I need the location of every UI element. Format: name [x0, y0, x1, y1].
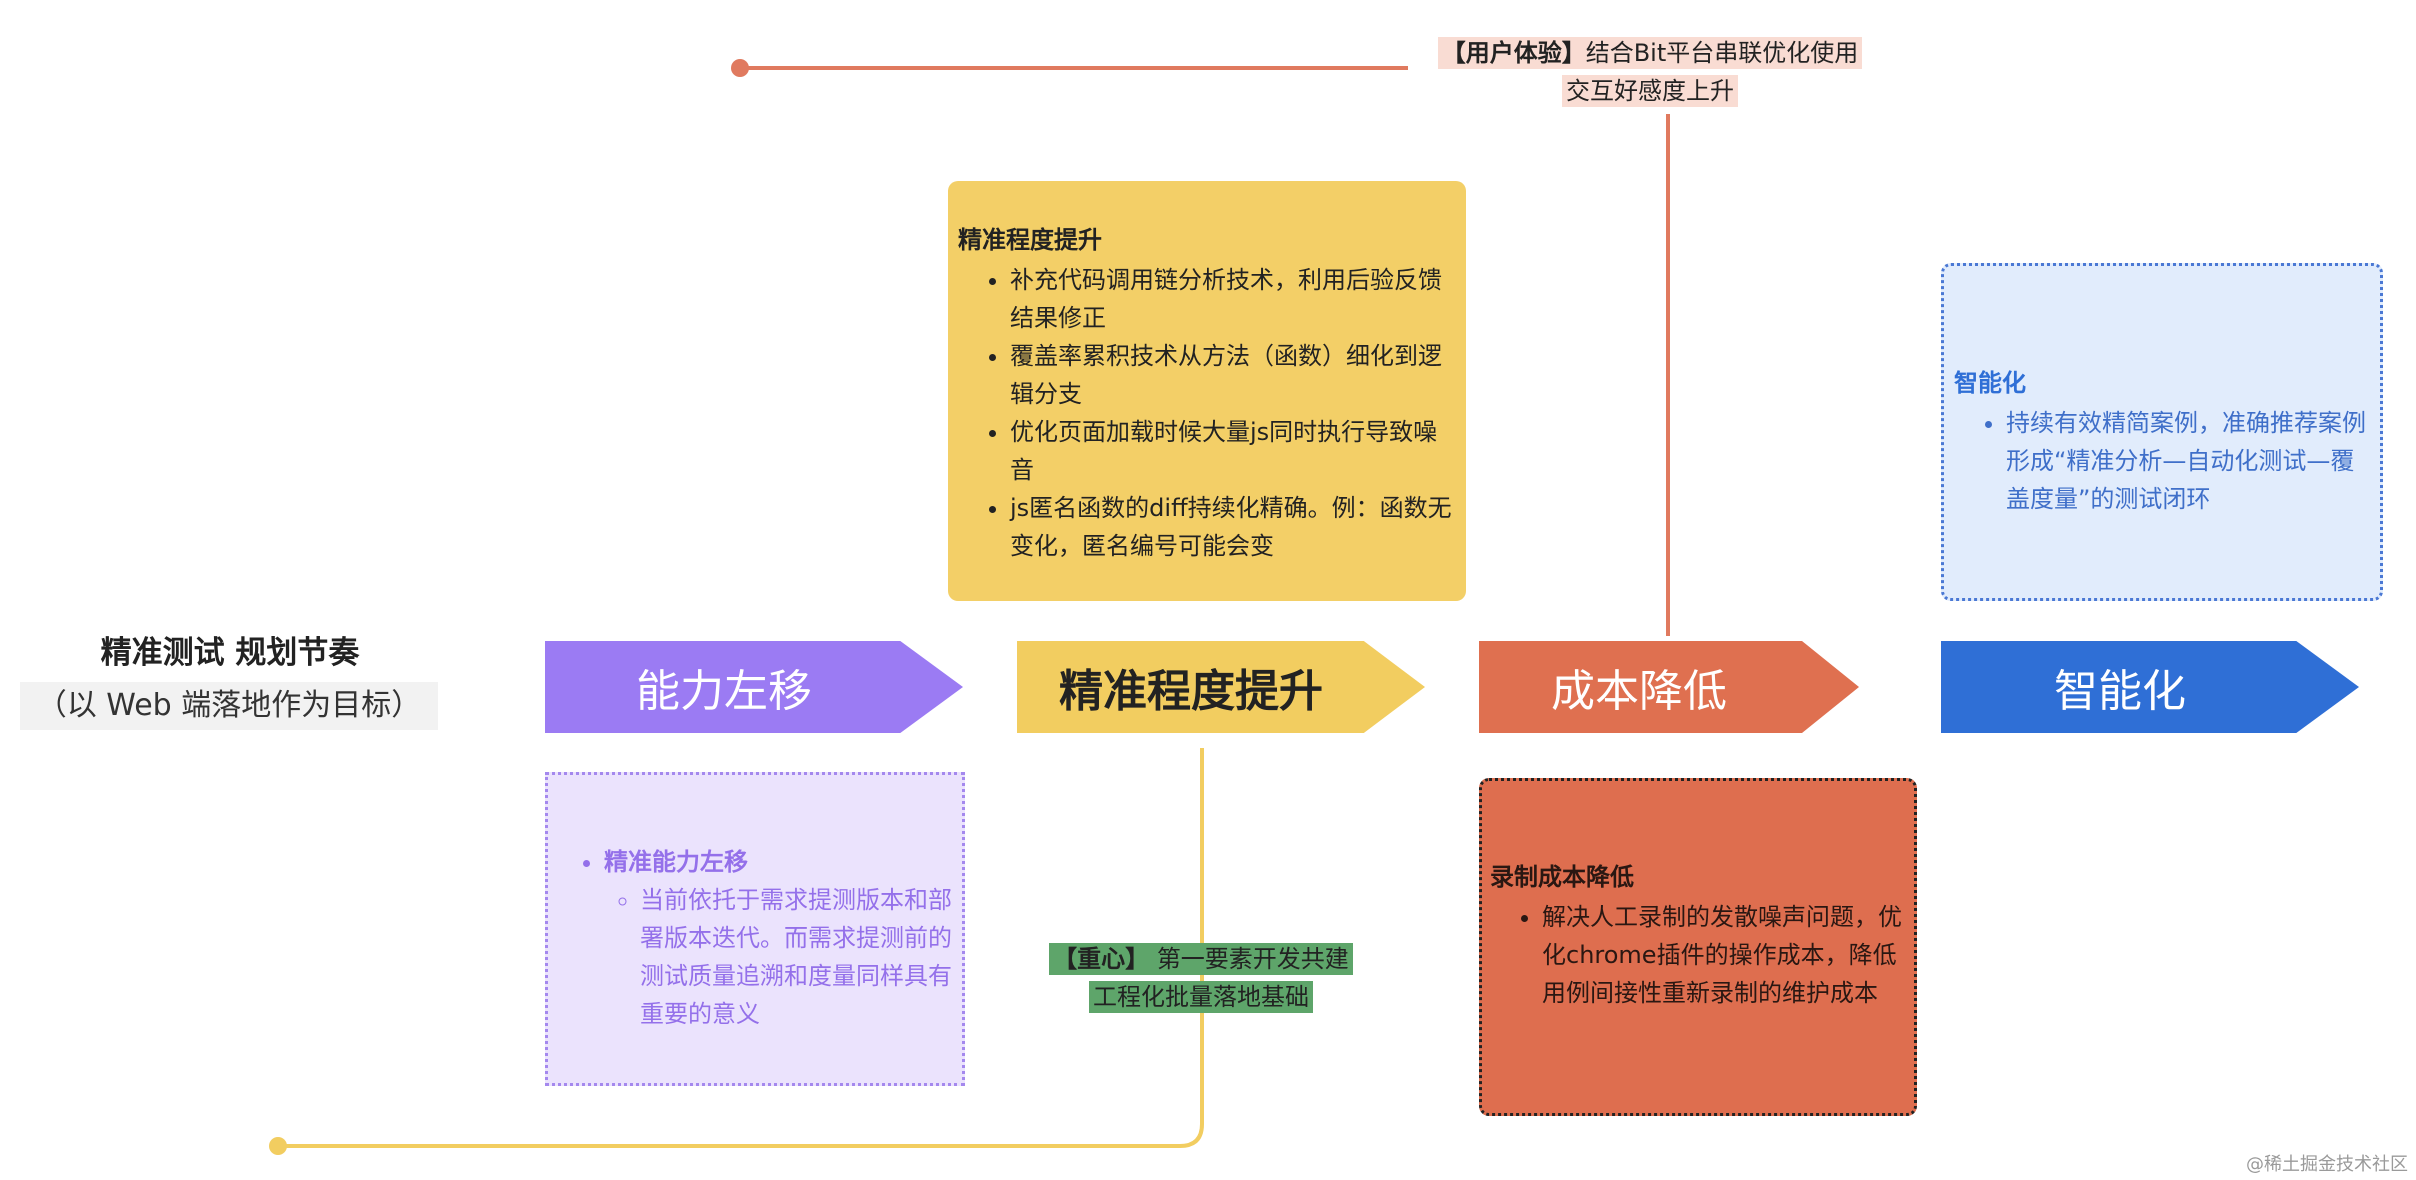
list-item: 当前依托于需求提测版本和部署版本迭代。而需求提测前的测试质量追溯和度量同样具有重… [640, 881, 952, 1033]
list-item: 优化页面加载时候大量js同时执行导致噪音 [1010, 413, 1456, 489]
shift-left-item-label: 精准能力左移 [604, 848, 748, 876]
ux-connector-dot [731, 59, 749, 77]
cost-note-box: 录制成本降低 解决人工录制的发散噪声问题，优化chrome插件的操作成本，降低用… [1479, 778, 1917, 1116]
ux-callout-line2: 交互好感度上升 [1562, 75, 1738, 107]
list-item: js匿名函数的diff持续化精确。例：函数无变化，匿名编号可能会变 [1010, 489, 1456, 565]
core-callout-line2: 工程化批量落地基础 [1089, 981, 1313, 1013]
page-subtitle: （以 Web 端落地作为目标） [20, 682, 438, 730]
stage-arrow-cost[interactable]: 成本降低 [1479, 641, 1859, 733]
shift-left-note-list: 精准能力左移 当前依托于需求提测版本和部署版本迭代。而需求提测前的测试质量追溯和… [568, 843, 952, 1033]
list-item: 覆盖率累积技术从方法（函数）细化到逻辑分支 [1010, 337, 1456, 413]
ux-callout-text1: 结合Bit平台串联优化使用 [1585, 39, 1859, 67]
smart-note-heading: 智能化 [1954, 369, 2026, 397]
ux-callout-tag: 【用户体验】 [1441, 39, 1586, 67]
precision-note-heading: 精准程度提升 [958, 226, 1102, 254]
page-title: 精准测试 规划节奏 [100, 635, 360, 671]
core-callout-tag: 【重心】 [1053, 945, 1150, 973]
smart-note-box: 智能化 持续有效精简案例，准确推荐案例形成“精准分析—自动化测试—覆盖度量”的测… [1941, 263, 2383, 601]
ux-callout-line1: 【用户体验】结合Bit平台串联优化使用 [1437, 37, 1863, 69]
list-item: 精准能力左移 当前依托于需求提测版本和部署版本迭代。而需求提测前的测试质量追溯和… [604, 843, 952, 1033]
core-connector-line [278, 748, 1204, 1148]
core-callout-line1: 【重心】 第一要素开发共建 [1049, 943, 1353, 975]
list-item: 解决人工录制的发散噪声问题，优化chrome插件的操作成本，降低用例间接性重新录… [1542, 898, 1904, 1012]
core-connector-dot [269, 1137, 287, 1155]
cost-note-heading: 录制成本降低 [1490, 863, 1634, 891]
ux-callout: 【用户体验】结合Bit平台串联优化使用 交互好感度上升 [1425, 34, 1875, 110]
list-item: 补充代码调用链分析技术，利用后验反馈结果修正 [1010, 261, 1456, 337]
stage-arrow-smart[interactable]: 智能化 [1941, 641, 2359, 733]
core-callout: 【重心】 第一要素开发共建 工程化批量落地基础 [1042, 940, 1360, 1016]
smart-note-list: 持续有效精简案例，准确推荐案例形成“精准分析—自动化测试—覆盖度量”的测试闭环 [1954, 404, 2370, 518]
stage-arrow-shift-left[interactable]: 能力左移 [545, 641, 963, 733]
stage-arrow-precision[interactable]: 精准程度提升 [1017, 641, 1425, 733]
precision-note-list: 补充代码调用链分析技术，利用后验反馈结果修正 覆盖率累积技术从方法（函数）细化到… [958, 261, 1456, 565]
precision-note-box: 精准程度提升 补充代码调用链分析技术，利用后验反馈结果修正 覆盖率累积技术从方法… [948, 181, 1466, 601]
cost-note-list: 解决人工录制的发散噪声问题，优化chrome插件的操作成本，降低用例间接性重新录… [1490, 898, 1904, 1012]
shift-left-sublist: 当前依托于需求提测版本和部署版本迭代。而需求提测前的测试质量追溯和度量同样具有重… [604, 881, 952, 1033]
shift-left-note-box: 精准能力左移 当前依托于需求提测版本和部署版本迭代。而需求提测前的测试质量追溯和… [545, 772, 965, 1086]
core-callout-text1: 第一要素开发共建 [1156, 945, 1349, 973]
list-item: 持续有效精简案例，准确推荐案例形成“精准分析—自动化测试—覆盖度量”的测试闭环 [2006, 404, 2370, 518]
watermark: @稀土掘金技术社区 [2246, 1154, 2408, 1175]
